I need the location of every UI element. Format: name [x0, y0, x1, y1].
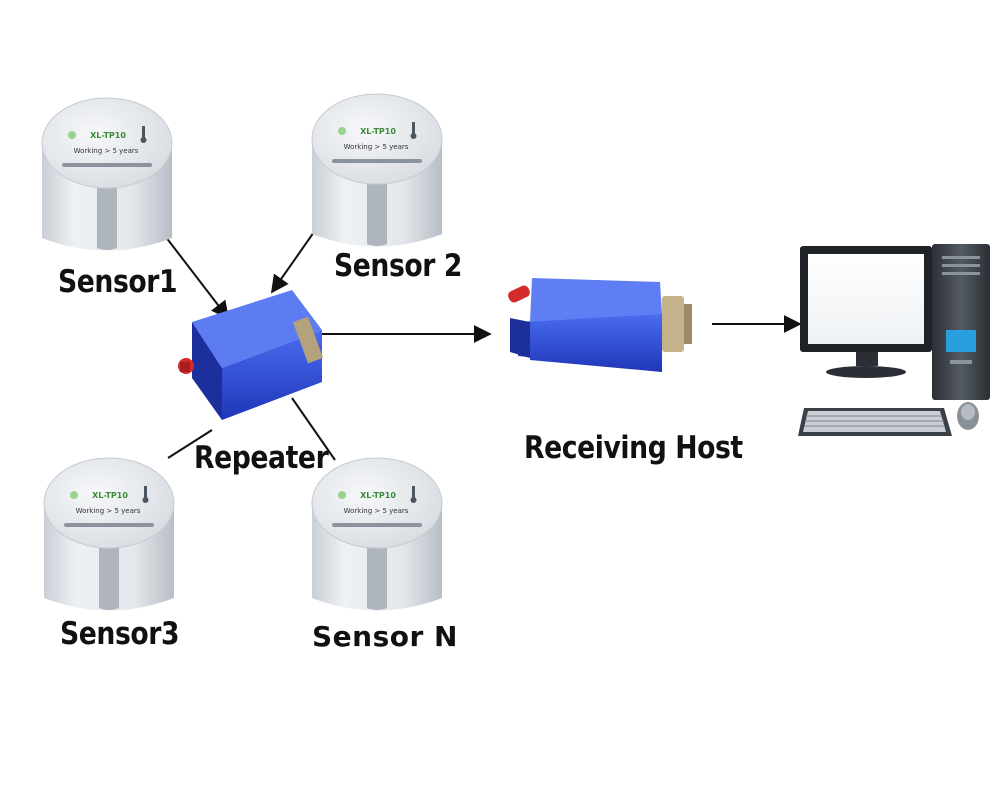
sensor1-spec: Working > 5 years [74, 147, 139, 155]
repeater-label: Repeater [194, 440, 329, 476]
edge-sensorN-repeater [291, 397, 336, 461]
sensor2-model: XL-TP10 [360, 127, 396, 136]
receiving-host-label: Receiving Host [524, 430, 743, 466]
sensor2-device: XL-TP10 Working > 5 years [311, 93, 443, 247]
sensor3-label: Sensor3 [60, 616, 180, 652]
sensorN-label: Sensor N [312, 620, 458, 653]
sensorN-device: XL-TP10 Working > 5 years [311, 457, 443, 611]
sensor2-label: Sensor 2 [334, 248, 462, 284]
sensor3-device: XL-TP10 Working > 5 years [43, 457, 175, 611]
repeater-device [178, 290, 324, 420]
edge-sensor1-repeater [161, 231, 230, 320]
sensor1-model: XL-TP10 [90, 131, 126, 140]
sensorN-model: XL-TP10 [360, 491, 396, 500]
sensor3-model: XL-TP10 [92, 491, 128, 500]
sensorN-spec: Working > 5 years [344, 507, 409, 515]
computer-icon [798, 244, 990, 436]
sensor2-spec: Working > 5 years [344, 143, 409, 151]
receiving-host-device [508, 278, 692, 372]
sensor1-label: Sensor1 [58, 264, 178, 300]
sensor3-spec: Working > 5 years [76, 507, 141, 515]
edge-sensor3-repeater [167, 429, 213, 459]
sensor1-device: XL-TP10 Working > 5 years [41, 97, 173, 251]
